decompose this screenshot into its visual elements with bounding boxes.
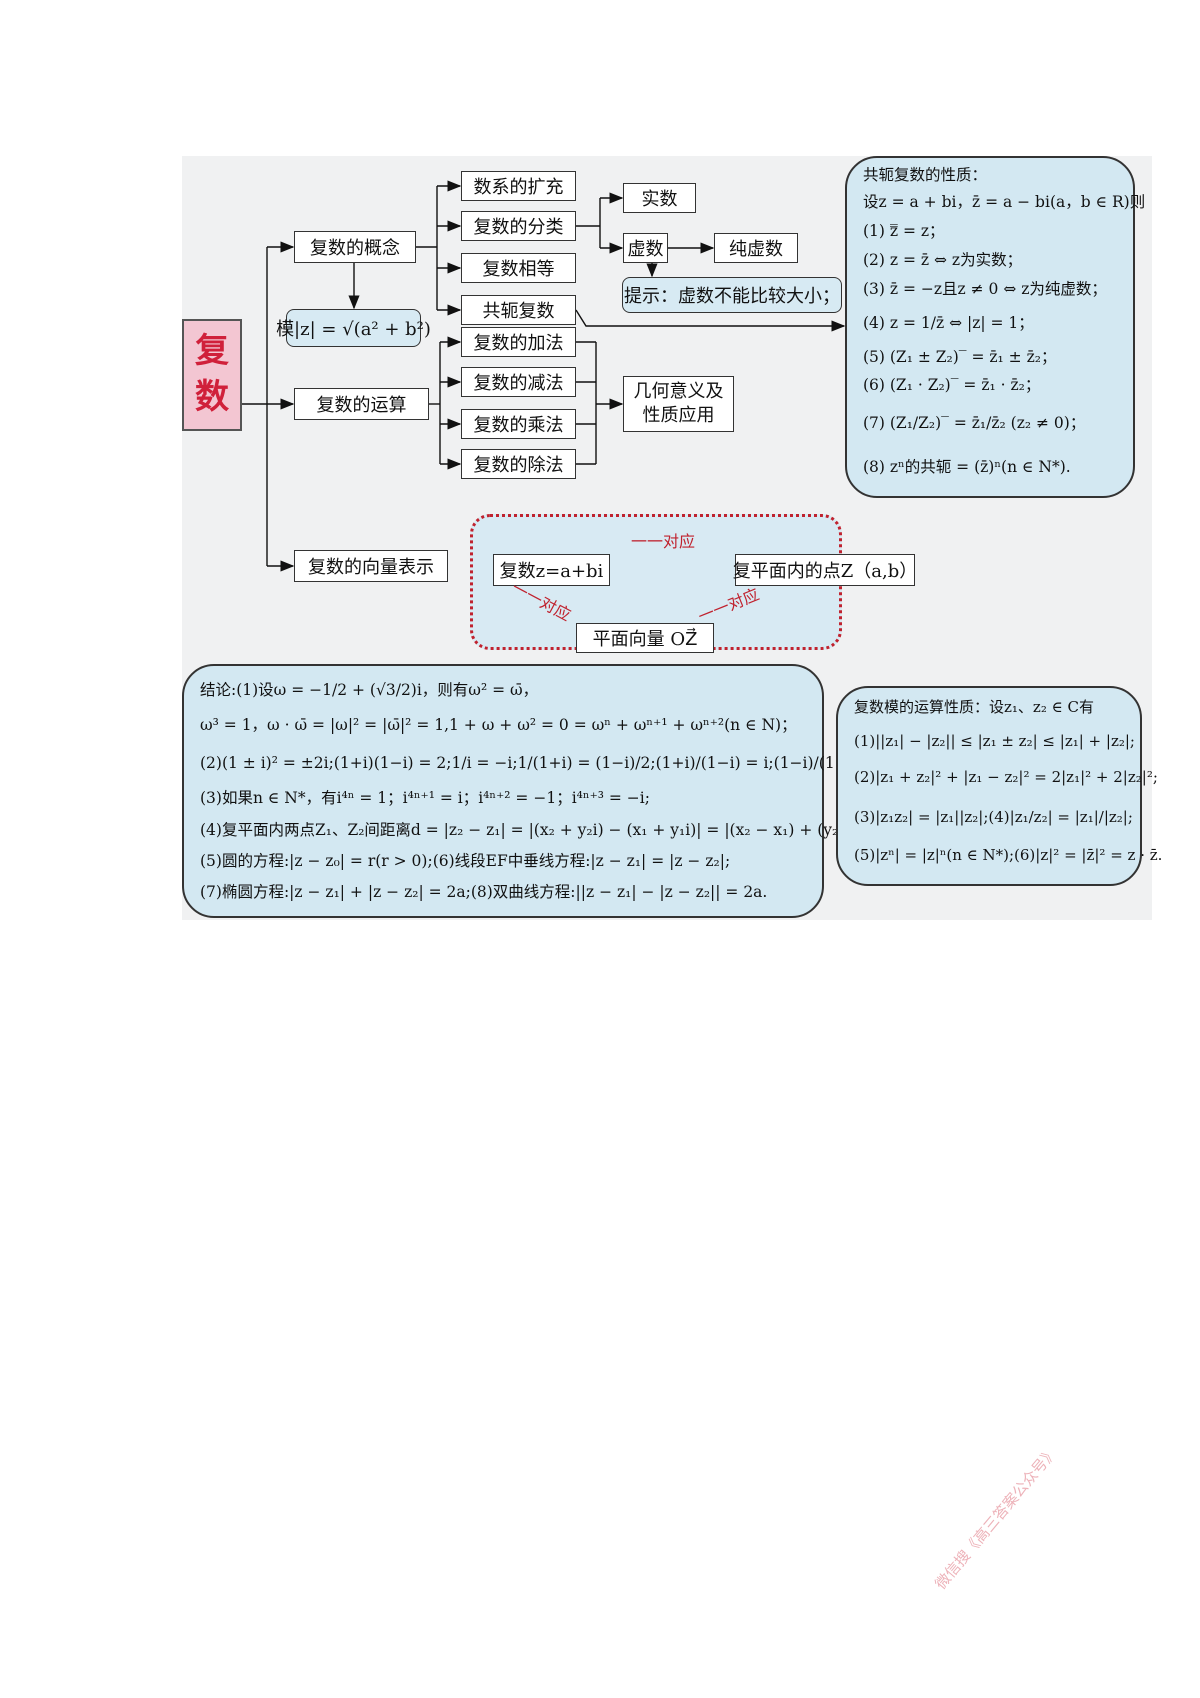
conjugate-line-4: (4) z = 1/z̄ ⇔ |z| = 1； [863, 314, 1034, 332]
root-line-1: 复 [195, 331, 229, 372]
root-node-complex-number: 复 数 [182, 319, 242, 431]
modulus-line-2: (2)|z₁ + z₂|² + |z₁ − z₂|² = 2|z₁|² + 2|… [854, 768, 1158, 786]
conjugate-title: 共轭复数的性质： [863, 166, 988, 184]
conclusion-line-3: (3)如果n ∈ N*，有i⁴ⁿ = 1；i⁴ⁿ⁺¹ = i；i⁴ⁿ⁺² = −… [200, 789, 650, 807]
modulus-properties-panel: 复数模的运算性质：设z₁、z₂ ∈ C有 (1)||z₁| − |z₂|| ≤ … [836, 686, 1162, 886]
conjugate-line-1: (1) z̿ = z； [863, 222, 945, 240]
conjugate-line-2: (2) z = z̄ ⇔ z为实数； [863, 251, 1023, 269]
concept-child-equality: 复数相等 [461, 253, 576, 283]
branch-operation: 复数的运算 [294, 388, 429, 420]
hint-box: 提示：虚数不能比较大小； [622, 277, 842, 313]
correspondence-label-top: 一一对应 [631, 532, 696, 551]
operation-child-addition: 复数的加法 [461, 327, 576, 357]
operation-child-multiplication: 复数的乘法 [461, 409, 576, 439]
concept-child-conjugate: 共轭复数 [461, 295, 576, 325]
operation-child-subtraction: 复数的减法 [461, 367, 576, 397]
root-line-2: 数 [195, 377, 229, 417]
operation-child-division: 复数的除法 [461, 449, 576, 479]
modulus-line-1: (1)||z₁| − |z₂|| ≤ |z₁ ± z₂| ≤ |z₁| + |z… [854, 732, 1135, 750]
conclusion-line-5: (5)圆的方程:|z − z₀| = r(r > 0);(6)线段EF中垂线方程… [200, 852, 731, 870]
class-imaginary: 虚数 [623, 233, 668, 263]
class-pure-imaginary: 纯虚数 [714, 233, 798, 263]
conjugate-line-5: (5) (Z₁ ± Z₂)‾ = z̄₁ ± z̄₂； [863, 348, 1057, 366]
modulus-line-4: (5)|zⁿ| = |z|ⁿ(n ∈ N*);(6)|z|² = |z̄|² =… [854, 846, 1163, 864]
complex-point-box: 复平面内的点Z（a,b） [733, 554, 917, 586]
geometry-meaning-box: 几何意义及 性质应用 [623, 376, 734, 432]
conclusion-panel: 结论:(1)设ω = −1/2 + (√3/2)i，则有ω² = ω̄， ω³ … [182, 664, 905, 918]
modulus-line-3: (3)|z₁z₂| = |z₁||z₂|;(4)|z₁/z₂| = |z₁|/|… [854, 808, 1133, 826]
conjugate-line-7: (7) (Z₁/Z₂)‾ = z̄₁/z̄₂ (z₂ ≠ 0)； [863, 414, 1086, 432]
concept-child-extension: 数系的扩充 [461, 171, 576, 201]
conclusion-line-4: (4)复平面内两点Z₁、Z₂间距离d = |z₂ − z₁| = |(x₂ + … [200, 821, 898, 839]
branch-concept: 复数的概念 [294, 231, 416, 263]
conclusion-line-1: ω³ = 1，ω · ω̄ = |ω|² = |ω̄|² = 1,1 + ω +… [200, 716, 797, 734]
conjugate-line-0: 设z = a + bi，z̄ = a − bi(a，b ∈ R)则 [863, 193, 1146, 211]
conclusion-line-0: 结论:(1)设ω = −1/2 + (√3/2)i，则有ω² = ω̄， [200, 681, 539, 699]
class-real: 实数 [623, 183, 696, 213]
complex-form-box: 复数z=a+bi [493, 554, 610, 586]
mind-map-diagram: 复 数 复数的概念 复数的运算 复数的向量表示 数系的扩充 复数的分类 复数相等… [182, 156, 1162, 920]
conjugate-line-3: (3) z̄ = −z且z ≠ 0 ⇔ z为纯虚数； [863, 280, 1107, 298]
watermark: 微信搜《高三答案公众号》 [931, 1443, 1062, 1593]
plane-vector-box: 平面向量 OZ⃗ [576, 623, 714, 653]
branch-vector: 复数的向量表示 [294, 550, 448, 582]
modulus-line-0: 复数模的运算性质：设z₁、z₂ ∈ C有 [854, 698, 1094, 716]
conjugate-properties-panel: 共轭复数的性质： 设z = a + bi，z̄ = a − bi(a，b ∈ R… [845, 156, 1145, 498]
conjugate-line-8: (8) zⁿ的共轭 = (z̄)ⁿ(n ∈ N*). [863, 458, 1071, 476]
conclusion-line-2: (2)(1 ± i)² = ±2i;(1+i)(1−i) = 2;1/i = −… [200, 754, 905, 772]
conclusion-line-6: (7)椭圆方程:|z − z₁| + |z − z₂| = 2a;(8)双曲线方… [200, 883, 768, 901]
concept-child-classification: 复数的分类 [461, 211, 576, 241]
geometry-line-2: 性质应用 [642, 405, 715, 426]
conjugate-line-6: (6) (Z₁ · Z₂)‾ = z̄₁ · z̄₂； [863, 376, 1041, 394]
modulus-box: 模|z| = √(a² + b²) [276, 309, 431, 347]
geometry-line-1: 几何意义及 [633, 380, 724, 402]
